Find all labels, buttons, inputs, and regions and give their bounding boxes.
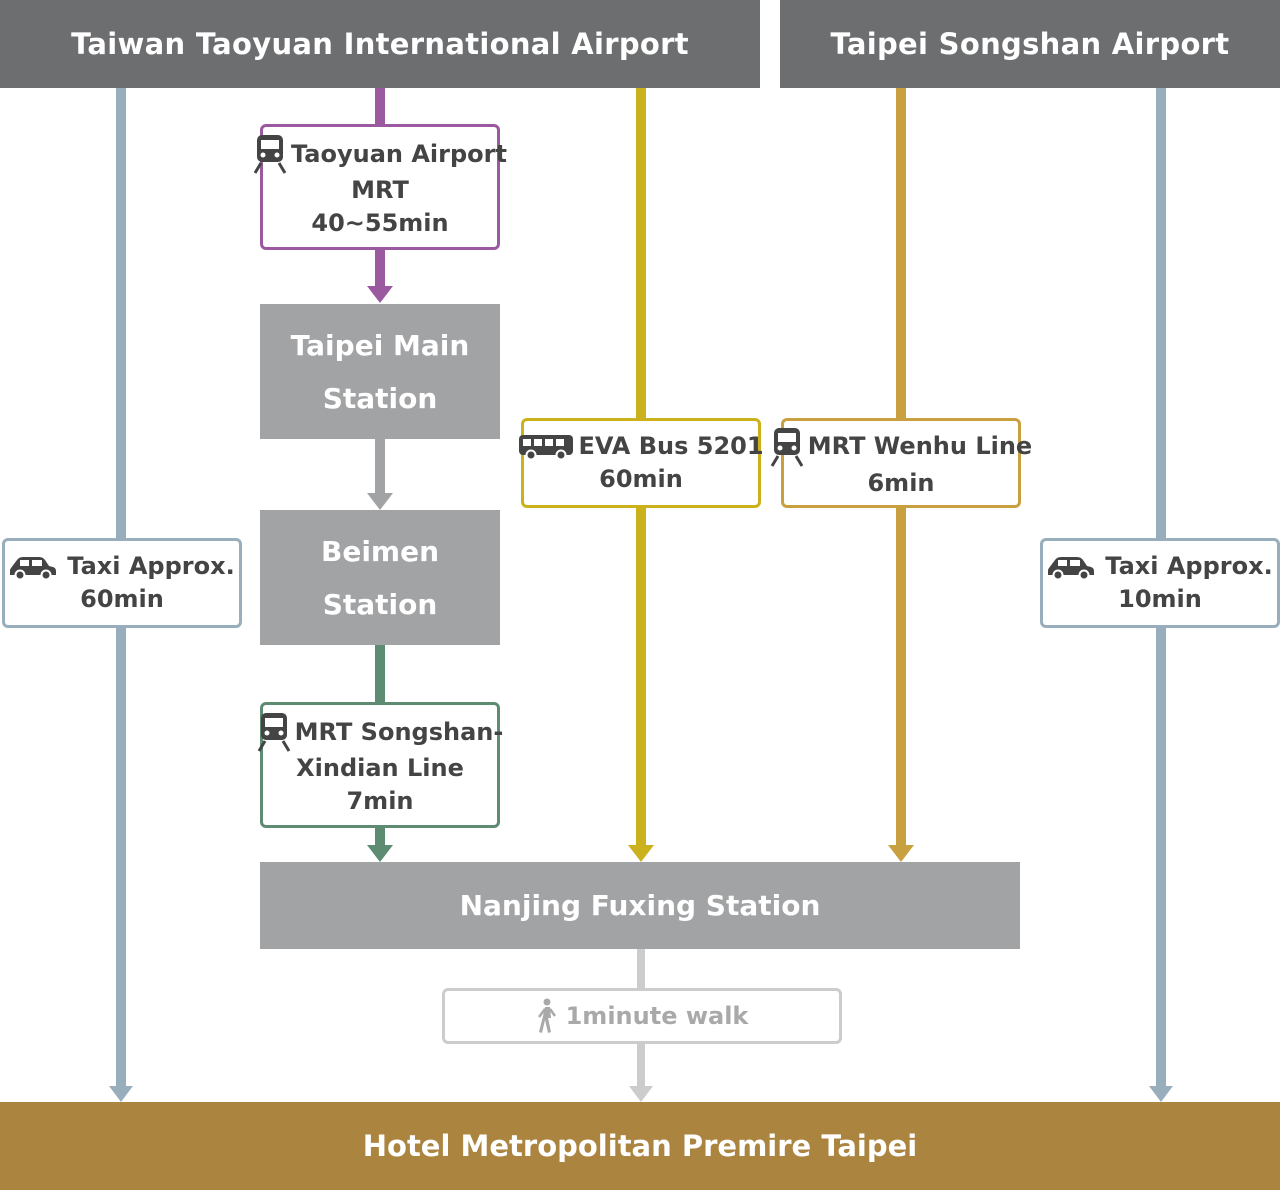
wenhu-line-box: MRT Wenhu Line 6min — [770, 418, 1032, 508]
taxi-taoyuan-label: Taxi Approx. — [67, 552, 235, 580]
taoyuan-mrt-label-2: MRT — [351, 176, 409, 204]
beimen-station-label-1: Beimen — [320, 534, 440, 568]
taoyuan-mrt-time: 40~55min — [311, 209, 449, 237]
taoyuan-mrt-label-1: Taoyuan Airport — [291, 139, 507, 168]
walk-label: 1minute walk — [565, 1001, 749, 1030]
taoyuan-airport-title: Taiwan Taoyuan International Airport — [71, 27, 689, 61]
eva-bus-label: EVA Bus 5201 — [578, 432, 764, 460]
walking-person-icon — [536, 998, 558, 1034]
wenhu-line-label: MRT Wenhu Line — [807, 432, 1033, 460]
taoyuan-airport-mrt-box: Taoyuan Airport MRT 40~55min — [253, 124, 507, 250]
wenhu-line-time: 6min — [867, 468, 935, 497]
taxi-taoyuan-box: Taxi Approx. 60min — [2, 538, 242, 628]
taxi-songshan-time: 10min — [1118, 585, 1202, 613]
taipei-main-station: Taipei Main Station — [260, 304, 500, 439]
eva-bus-box: EVA Bus 5201 60min — [518, 418, 764, 508]
hotel-destination: Hotel Metropolitan Premire Taipei — [0, 1102, 1280, 1190]
songshan-airport-title: Taipei Songshan Airport — [830, 27, 1230, 61]
eva-bus-time: 60min — [599, 465, 683, 493]
beimen-station: Beimen Station — [260, 510, 500, 645]
songshan-xindian-label-1: MRT Songshan- — [294, 717, 504, 746]
taxi-songshan-label: Taxi Approx. — [1105, 552, 1273, 580]
train-icon — [257, 712, 291, 752]
taxi-songshan-box: Taxi Approx. 10min — [1040, 538, 1280, 628]
songshan-xindian-label-2: Xindian Line — [296, 754, 464, 782]
bus-icon — [518, 433, 574, 461]
car-icon — [9, 554, 57, 580]
songshan-xindian-box: MRT Songshan- Xindian Line 7min — [257, 702, 503, 828]
taipei-main-to-beimen-line — [367, 438, 393, 510]
songshan-airport-header: Taipei Songshan Airport — [780, 0, 1280, 88]
hotel-name: Hotel Metropolitan Premire Taipei — [362, 1129, 918, 1163]
taxi-taoyuan-time: 60min — [80, 585, 164, 613]
taipei-main-station-label-1: Taipei Main — [290, 328, 470, 362]
train-icon — [253, 134, 287, 174]
songshan-xindian-time: 7min — [346, 787, 414, 815]
nanjing-fuxing-station: Nanjing Fuxing Station — [260, 862, 1020, 949]
car-icon — [1047, 554, 1095, 580]
taoyuan-airport-header: Taiwan Taoyuan International Airport — [0, 0, 760, 88]
walk-box: 1minute walk — [442, 988, 842, 1044]
train-icon — [770, 427, 804, 467]
taipei-main-station-label-2: Station — [322, 381, 438, 415]
beimen-station-label-2: Station — [322, 587, 438, 621]
nanjing-fuxing-station-label: Nanjing Fuxing Station — [459, 889, 821, 922]
